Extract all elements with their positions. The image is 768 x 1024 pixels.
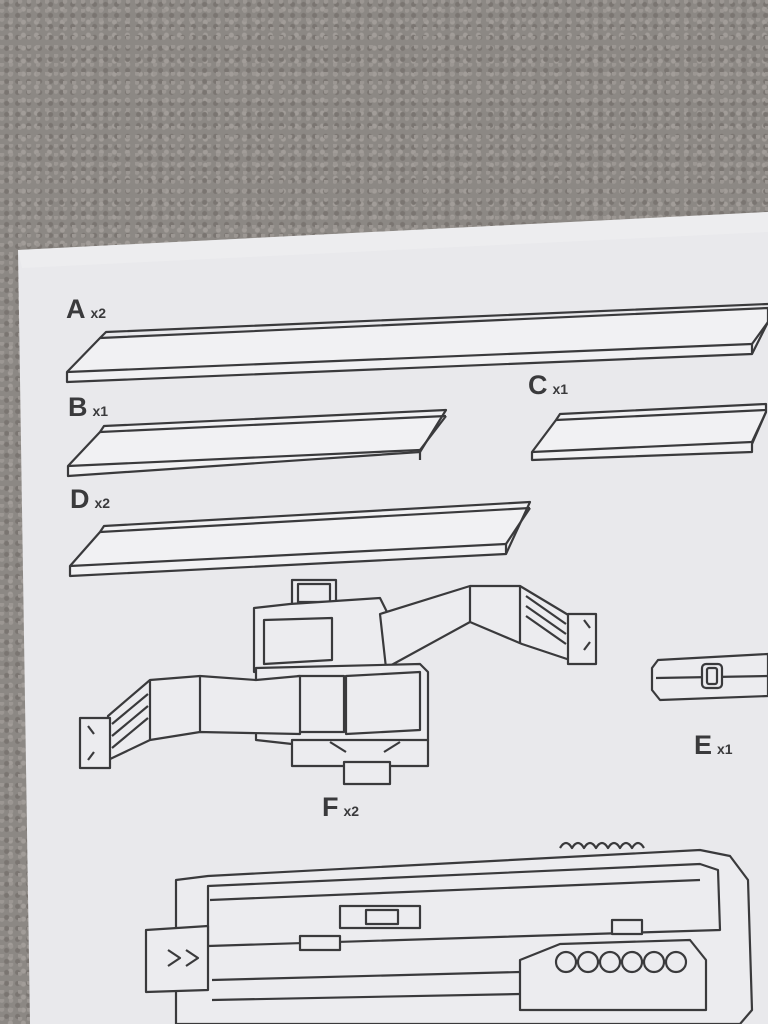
- part-letter: A: [66, 294, 86, 324]
- bottom-device-part: [144, 841, 754, 1024]
- part-quantity: x1: [92, 403, 109, 419]
- part-e-connector: [650, 652, 768, 702]
- part-letter: D: [70, 484, 90, 514]
- part-c-rail: [530, 402, 768, 462]
- part-b-rail: [66, 408, 448, 478]
- part-letter: B: [68, 392, 88, 422]
- part-quantity: x2: [94, 495, 111, 511]
- part-letter: C: [528, 370, 548, 400]
- part-quantity: x1: [717, 741, 733, 757]
- part-d-rail: [68, 500, 532, 578]
- part-letter: F: [322, 792, 339, 822]
- part-quantity: x2: [90, 305, 107, 321]
- part-quantity: x1: [552, 381, 569, 397]
- part-a-rail: [65, 302, 768, 384]
- part-quantity: x2: [343, 803, 360, 819]
- part-letter: E: [694, 730, 713, 760]
- part-f-bracket: [78, 578, 598, 786]
